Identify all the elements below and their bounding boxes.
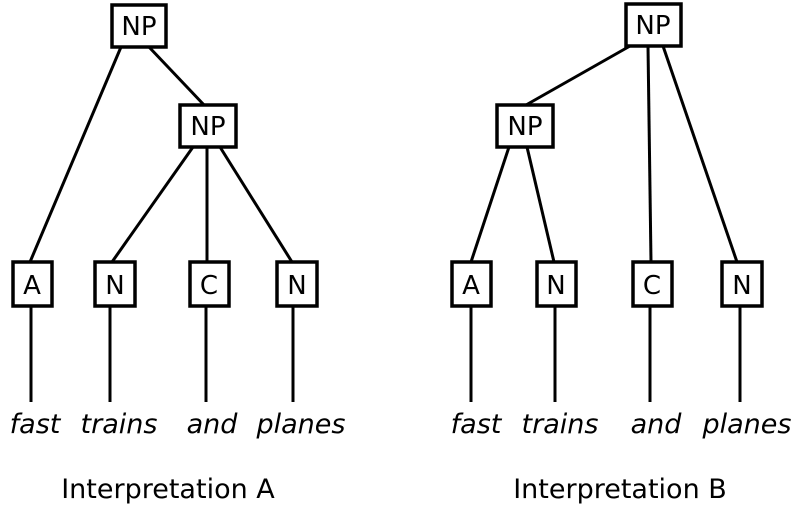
node-box-a-inner-np — [178, 103, 238, 149]
node-label-b-inner-np: NP — [507, 112, 542, 142]
node-label-a-leaf-c: C — [200, 271, 218, 301]
node-box-b-leaf-c — [631, 260, 674, 308]
node-label-a-leaf-n2: N — [287, 271, 306, 301]
node-box-b-leaf-a — [450, 260, 493, 308]
edge-a-root-to-a — [28, 46, 123, 263]
node-box-a-leaf-n1 — [93, 260, 137, 308]
edge-b-np2-to-a — [469, 146, 511, 263]
edge-a-root-to-np2 — [147, 45, 207, 108]
edge-b-root-to-np2 — [525, 44, 631, 107]
edge-a-np2-to-n1 — [110, 146, 195, 263]
node-label-b-root-np: NP — [635, 11, 670, 41]
node-label-a-root-np: NP — [121, 12, 156, 42]
node-box-a-root-np — [110, 3, 168, 49]
word-b-planes: planes — [702, 409, 792, 440]
node-label-a-leaf-n1: N — [105, 271, 124, 301]
edge-b-root-to-n2 — [661, 45, 739, 263]
word-a-trains: trains — [81, 409, 158, 440]
edge-a-np2-to-n2 — [218, 146, 294, 263]
edge-b-root-to-c — [646, 45, 653, 263]
edge-b-np2-to-n1 — [525, 146, 556, 263]
word-b-trains: trains — [522, 409, 599, 440]
caption-tree-a: Interpretation A — [61, 474, 275, 505]
node-label-b-leaf-c: C — [643, 271, 661, 301]
caption-tree-b: Interpretation B — [513, 474, 727, 505]
word-a-and: and — [187, 409, 239, 440]
node-box-a-leaf-n2 — [275, 260, 319, 308]
tree-a: NP NP A N C N fast trains and planes Int… — [10, 3, 346, 505]
word-a-planes: planes — [256, 409, 346, 440]
word-a-fast: fast — [10, 409, 62, 440]
node-label-b-leaf-n2: N — [732, 271, 751, 301]
node-box-a-leaf-c — [188, 260, 231, 308]
node-box-b-leaf-n2 — [720, 260, 764, 308]
node-label-a-leaf-a: A — [23, 271, 41, 301]
node-box-a-leaf-a — [11, 260, 54, 308]
node-box-b-inner-np — [495, 103, 555, 149]
node-label-a-inner-np: NP — [190, 112, 225, 142]
node-box-b-root-np — [624, 2, 683, 48]
node-label-b-leaf-a: A — [462, 271, 480, 301]
tree-b: NP NP A N C N fast trains and planes Int… — [450, 2, 792, 505]
word-b-fast: fast — [451, 409, 503, 440]
node-label-b-leaf-n1: N — [546, 271, 565, 301]
node-box-b-leaf-n1 — [535, 260, 578, 308]
word-b-and: and — [631, 409, 683, 440]
